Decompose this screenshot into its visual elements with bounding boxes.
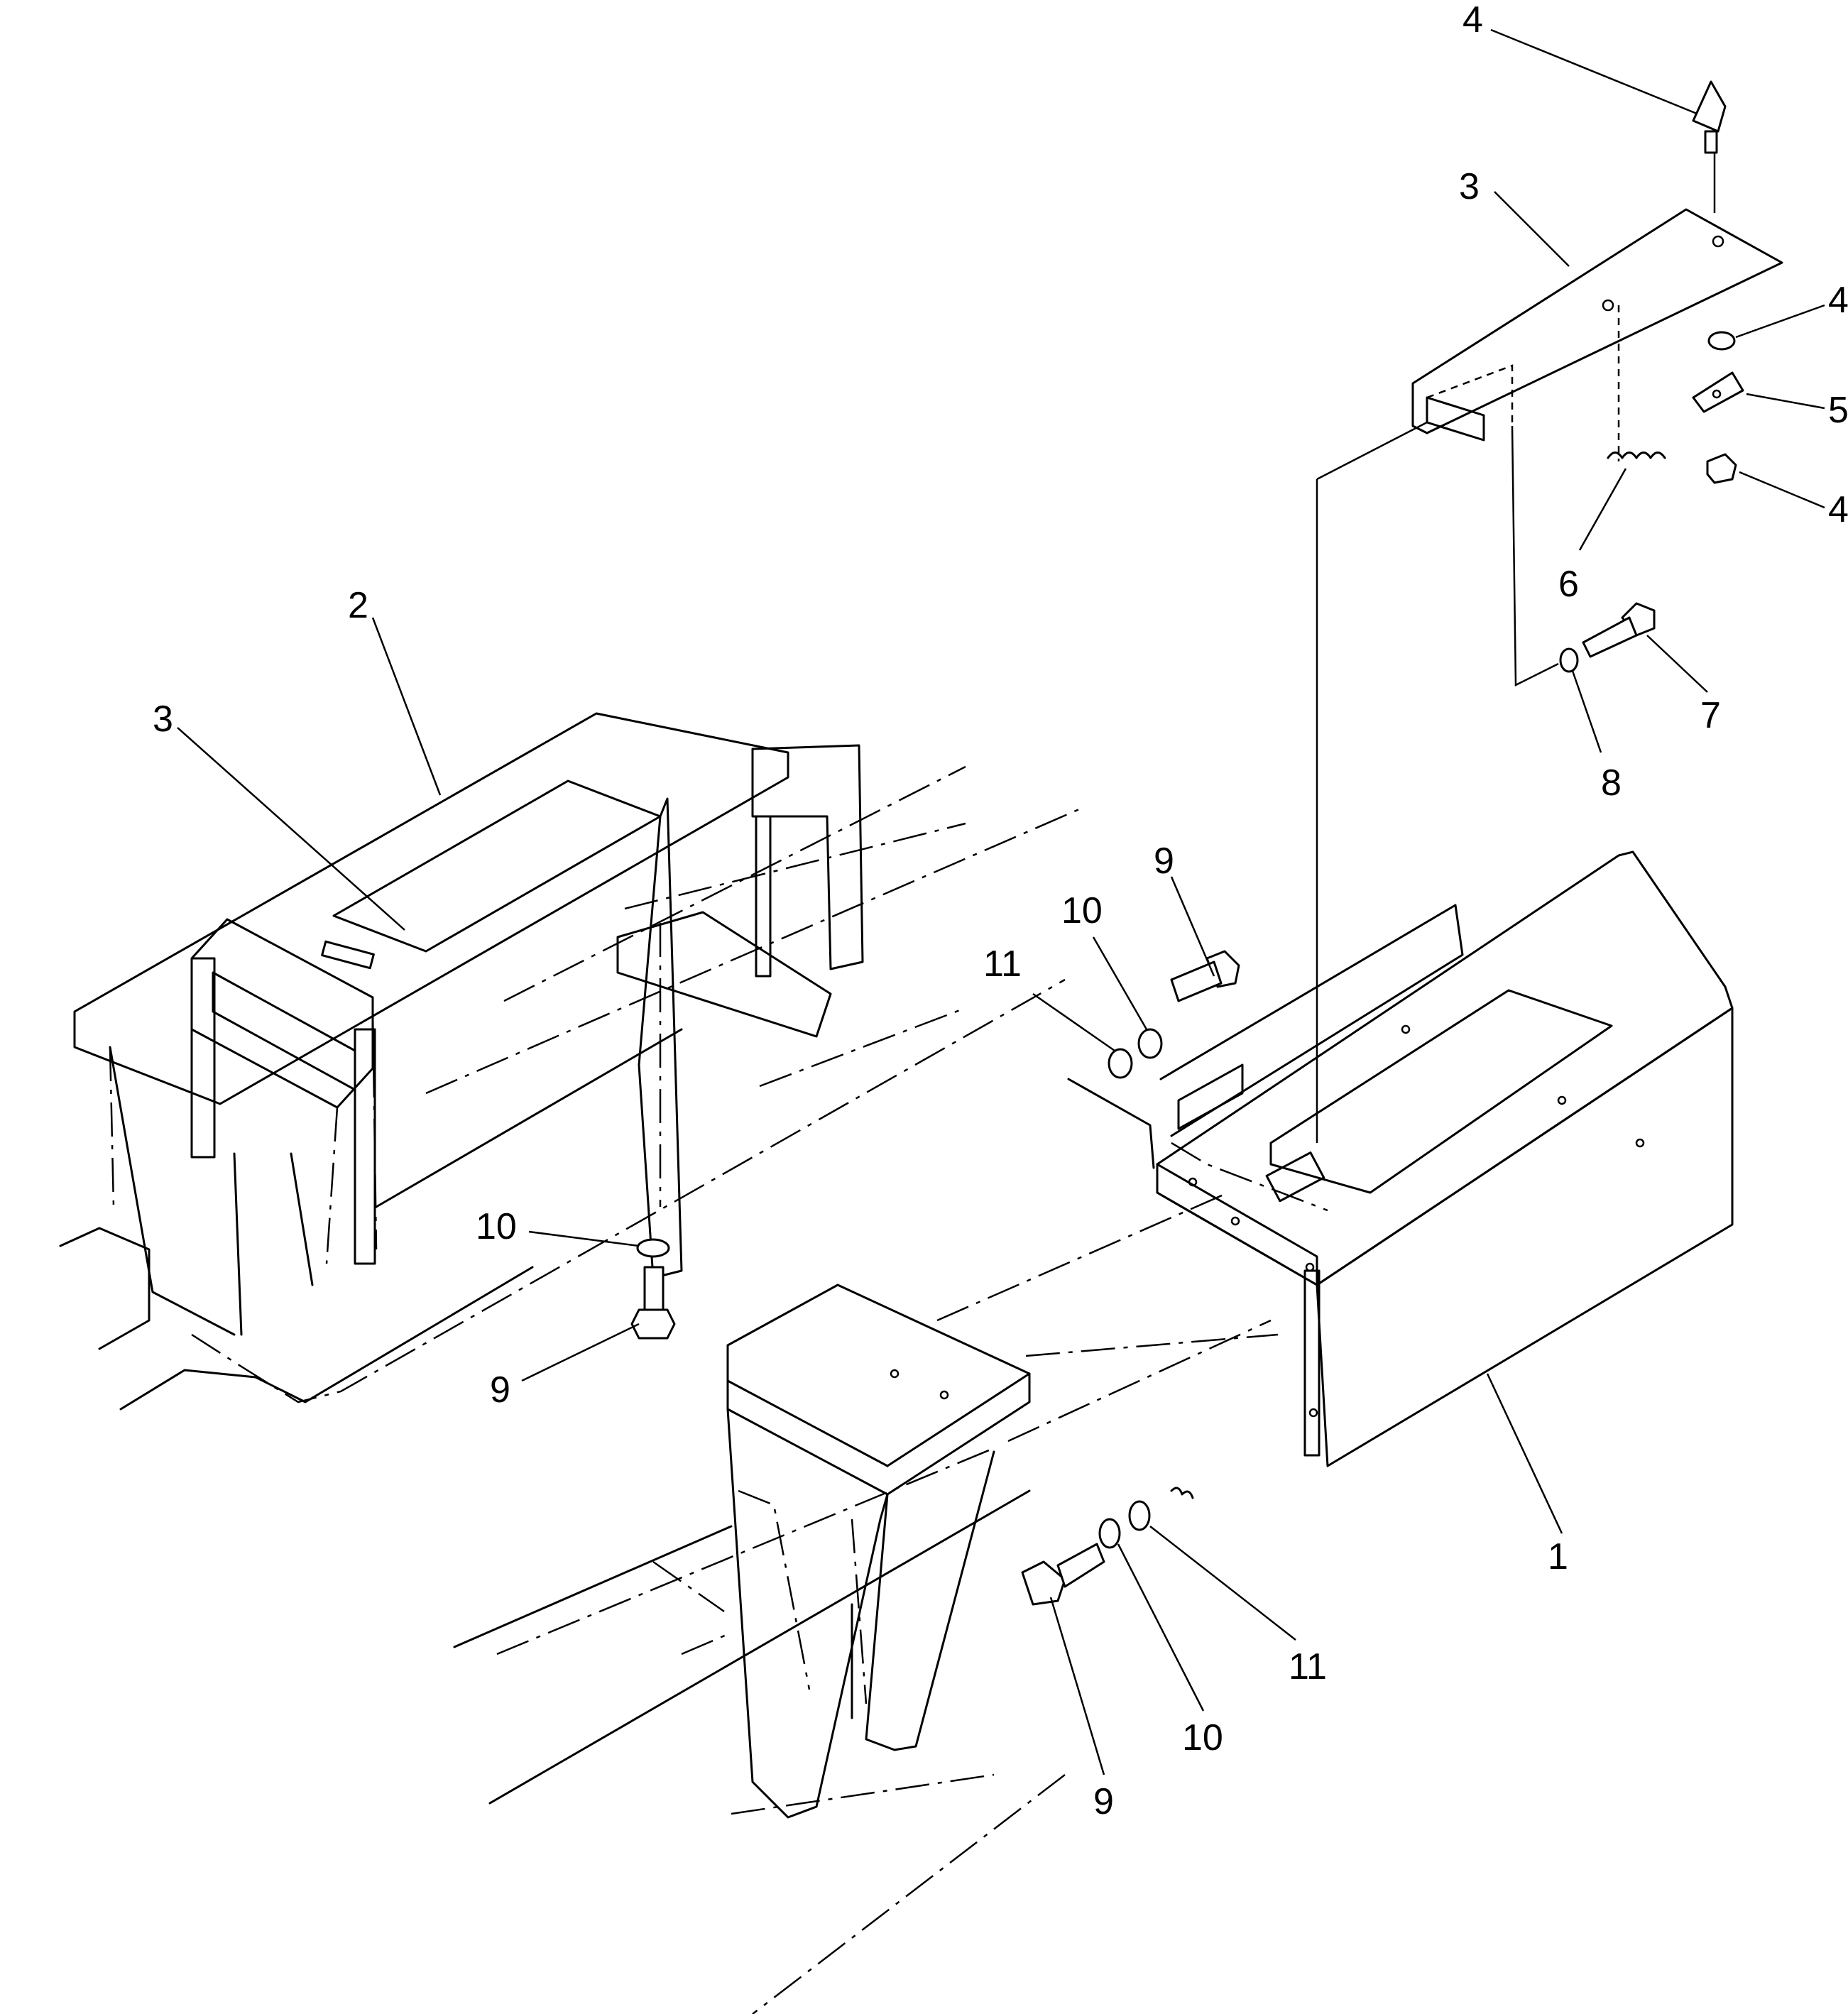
callout-4-washer: 4	[1828, 280, 1848, 321]
callout-10-mid-washer: 10	[1061, 890, 1103, 931]
callout-2-step-body: 2	[348, 585, 368, 626]
callout-9-left-bolt: 9	[490, 1369, 510, 1411]
callout-5-bracket: 5	[1828, 390, 1848, 431]
callout-11-bottom-washer: 11	[1289, 1646, 1327, 1687]
callout-11-mid-washer: 11	[983, 943, 1022, 985]
leader-lines	[177, 28, 1825, 1775]
callout-8-washer: 8	[1601, 762, 1622, 804]
callout-4-ring-bolt: 4	[1462, 0, 1483, 40]
callout-7-bolt: 7	[1700, 695, 1721, 736]
fasteners	[630, 950, 1240, 1606]
callout-1-box: 1	[1548, 1536, 1568, 1577]
callout-9-mid-bolt: 9	[1154, 841, 1174, 882]
callout-6-spring: 6	[1558, 564, 1579, 605]
left-step-assembly	[59, 712, 1080, 1411]
right-toolbox-body	[890, 850, 1734, 1467]
callout-9-bottom-bolt: 9	[1093, 1781, 1114, 1822]
right-lid-assembly	[1316, 80, 1783, 1143]
callout-3-left-lid: 3	[153, 699, 173, 740]
callout-10-left-washer: 10	[476, 1206, 517, 1247]
callout-labels: 4 3 4 5 4 6 7 8 2 3 9 10 11 10 9 1 11 10…	[153, 0, 1848, 1822]
callout-3-lid: 3	[1459, 166, 1480, 207]
callout-10-bottom-washer: 10	[1182, 1717, 1223, 1758]
center-step-pedestal	[453, 1191, 1279, 2014]
callout-4-nut: 4	[1828, 489, 1848, 530]
